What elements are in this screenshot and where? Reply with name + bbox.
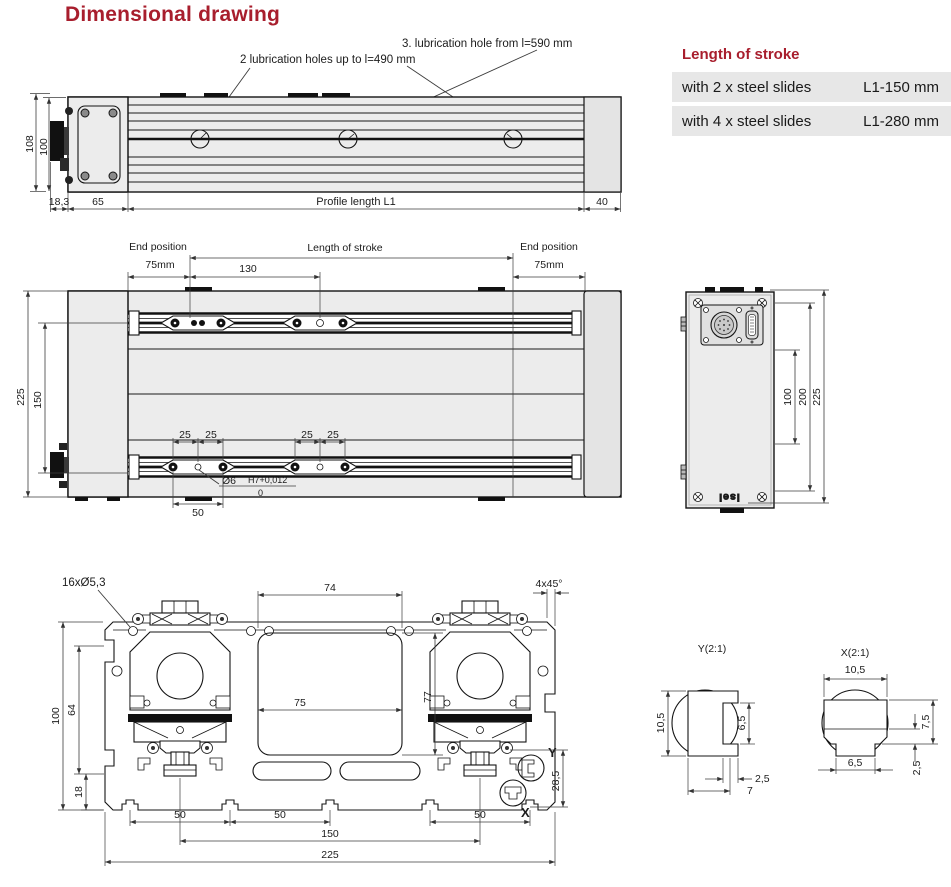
row-value: L1-150 mm: [863, 78, 939, 96]
motor-block: [67, 96, 129, 193]
motor-connector-icon: [50, 107, 73, 184]
center-cavity: [257, 632, 403, 756]
dim-25: 25: [205, 429, 217, 441]
side-stub-connectors: [680, 316, 687, 480]
table-row: with 2 x steel slides L1-150 mm: [672, 72, 951, 102]
dim-200: 200: [797, 388, 809, 406]
end-cap: [583, 96, 622, 193]
isel-logo: isel: [718, 491, 740, 503]
dsub-connector-icon: [745, 306, 759, 344]
row-label: with 4 x steel slides: [682, 112, 812, 130]
detail-marker-circle-x: [499, 779, 527, 807]
holes-note: 16xØ5,3: [62, 577, 105, 589]
front-view: End position 75mm Length of stroke 130 E…: [15, 241, 622, 519]
end-cap: [583, 290, 622, 498]
dim-100: 100: [50, 707, 62, 725]
tolerance-lower: 0: [258, 488, 263, 498]
dim-225: 225: [321, 849, 339, 861]
section-view: Y X 16xØ5,3 74 4x45° 100 64 18: [50, 577, 569, 866]
steel-slide: [159, 315, 237, 331]
detail-y-title: Y(2:1): [698, 643, 727, 655]
dim-225: 225: [811, 388, 823, 406]
dim-100: 100: [782, 388, 794, 406]
chamfer-note: 4x45°: [536, 578, 563, 590]
marker-y: Y: [548, 745, 557, 760]
detail-y-view: Y(2:1) 10,5 6,5 2,5 7: [655, 643, 770, 797]
dim-64: 64: [66, 704, 78, 716]
plate-screws: [703, 307, 742, 343]
dim-40: 40: [596, 196, 608, 208]
dim-2-5: 2,5: [755, 773, 770, 785]
end-position-left-value: 75mm: [145, 259, 174, 271]
dim-10-5: 10,5: [845, 664, 866, 676]
cable-channel-slots: [252, 761, 421, 781]
end-position-left-label: End position: [129, 241, 187, 253]
dim-108: 108: [24, 135, 36, 153]
round-connector-icon: [710, 311, 738, 339]
marker-x: X: [521, 805, 530, 820]
motor-block: [67, 290, 129, 498]
tolerance-upper: H7+0,012: [248, 475, 287, 485]
dim-74: 74: [324, 582, 336, 594]
dim-150: 150: [321, 828, 339, 840]
end-position-right-value: 75mm: [534, 259, 563, 271]
slide-edge-tabs: [160, 93, 350, 97]
dim-18: 18: [73, 786, 85, 798]
dim-25: 25: [179, 429, 191, 441]
dim-28-5: 28,5: [550, 771, 562, 792]
dim-7: 7: [747, 785, 753, 797]
dim-25: 25: [301, 429, 313, 441]
page-title: Dimensional drawing: [65, 3, 280, 26]
detail-x-view: X(2:1) 10,5 7,5 2,5 6,5: [818, 647, 938, 775]
housing-tabs: [705, 287, 763, 513]
table-header: Length of stroke: [682, 46, 800, 63]
guide-rail-bottom: [128, 454, 582, 480]
detail-marker-circle-y: [517, 754, 545, 782]
profile-grooves: [127, 97, 584, 192]
dim-25: 25: [327, 429, 339, 441]
motor-connector-icon: [50, 443, 69, 488]
dim-dia6: Ø6: [222, 475, 236, 487]
dim-75: 75: [294, 697, 306, 709]
x-detail-feature: [504, 786, 522, 800]
y-detail-feature: [521, 759, 535, 778]
lubrication-note-3: 3. lubrication hole from l=590 mm: [402, 38, 572, 50]
length-of-stroke-table: Length of stroke with 2 x steel slides L…: [672, 46, 951, 140]
dim-225: 225: [15, 388, 27, 406]
guide-rail-top: [128, 310, 582, 336]
dim-18-3: 18,3: [49, 196, 70, 208]
slide-clamp-tabs: [75, 287, 505, 501]
dim-7-5: 7,5: [920, 715, 932, 730]
lubrication-holes: [190, 129, 523, 149]
top-view: 2 lubrication holes up to l=490 mm 3. lu…: [24, 38, 622, 212]
dim-50: 50: [274, 809, 286, 821]
row-value: L1-280 mm: [863, 112, 939, 130]
dim-6-5: 6,5: [848, 757, 863, 769]
lubrication-note-2: 2 lubrication holes up to l=490 mm: [240, 54, 415, 66]
dim-50: 50: [192, 507, 204, 519]
dim-100: 100: [38, 138, 50, 156]
dim-6-5: 6,5: [736, 716, 748, 731]
detail-x-title: X(2:1): [841, 647, 870, 659]
dim-2-5: 2,5: [911, 761, 923, 776]
dim-130: 130: [239, 263, 257, 275]
row-label: with 2 x steel slides: [682, 78, 812, 96]
dim-77: 77: [422, 691, 434, 703]
end-view: isel 100 200 225: [680, 287, 829, 513]
end-position-right-label: End position: [520, 241, 578, 253]
cover-screws: [80, 108, 118, 181]
length-of-stroke-label: Length of stroke: [307, 242, 382, 254]
table-row: with 4 x steel slides L1-280 mm: [672, 106, 951, 136]
dim-150: 150: [32, 391, 44, 409]
corner-screws: [693, 298, 767, 502]
dim-10-5: 10,5: [655, 713, 667, 734]
dim-65: 65: [92, 196, 104, 208]
dim-profile-length: Profile length L1: [316, 196, 396, 208]
